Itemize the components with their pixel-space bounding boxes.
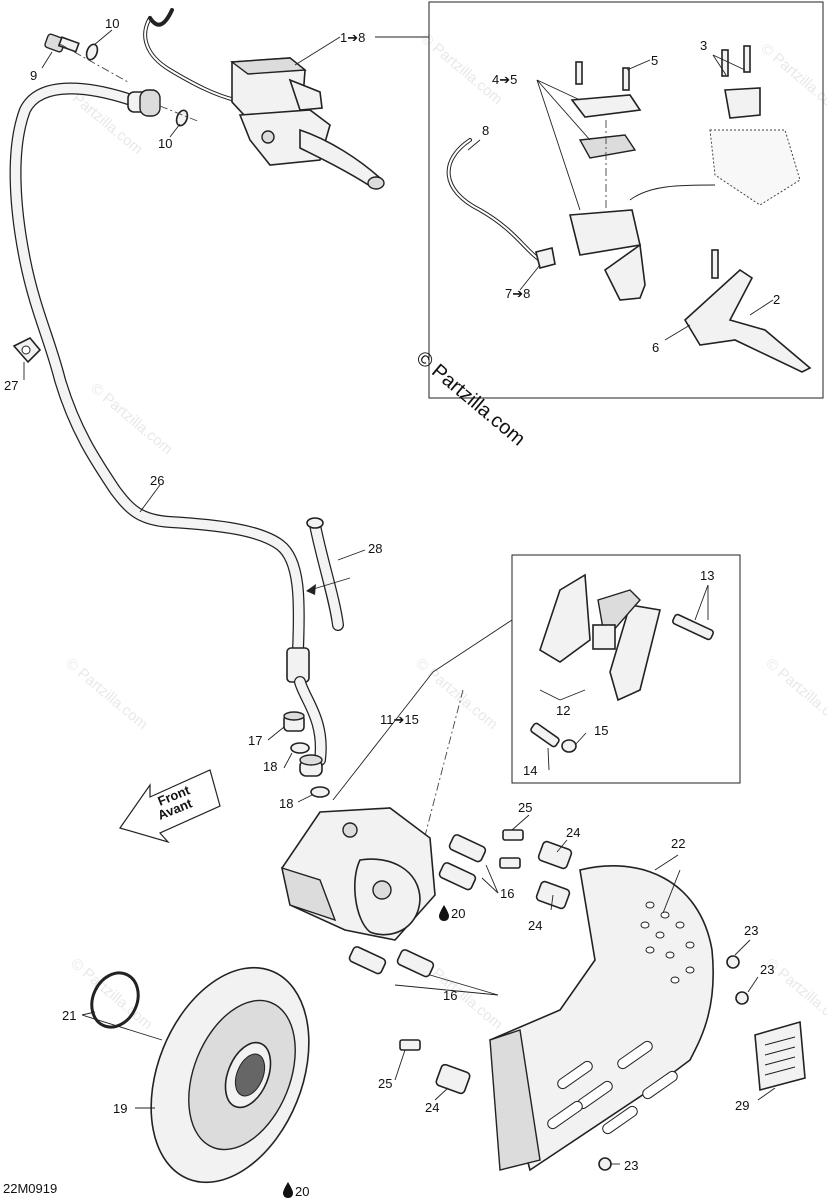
label-18-bottom: 18 [279, 796, 293, 811]
fluid-drop-icon-1 [439, 905, 449, 921]
inset-callout-line-3 [332, 671, 434, 801]
inset-callout-line-2 [432, 619, 513, 673]
hose-28 [306, 517, 344, 631]
label-26: 26 [150, 473, 164, 488]
label-24-b: 24 [528, 918, 542, 933]
label-10-top: 10 [105, 16, 119, 31]
bleeder-cap-17 [283, 711, 305, 732]
hose-28-arrowhead [306, 584, 316, 595]
banjo-bolt-9 [44, 33, 80, 53]
washer-10-top [85, 43, 99, 61]
label-19: 19 [113, 1101, 127, 1116]
bolts-25 [399, 829, 524, 1051]
watermark-4: © Partzilla.com [757, 40, 827, 118]
bolt-axis-line-2 [159, 105, 201, 123]
inset-callout-line-4 [419, 689, 464, 856]
label-17: 17 [248, 733, 262, 748]
bolts-16 [348, 834, 487, 978]
label-21: 21 [62, 1008, 76, 1023]
washer-18-bottom [310, 786, 330, 798]
label-28: 28 [368, 541, 382, 556]
label-27: 27 [4, 378, 18, 393]
label-12: 12 [556, 703, 570, 718]
label-20-bottom: 20 [295, 1184, 309, 1199]
bolt-axis-line [59, 43, 129, 83]
brake-hose-26 [9, 82, 327, 766]
label-8: 8 [482, 123, 489, 138]
label-15: 15 [594, 723, 608, 738]
inset-arrow-line [629, 184, 716, 201]
inset-screws-5 [575, 61, 630, 91]
brake-pads-12 [539, 573, 661, 702]
inset-switch-wire-8 [446, 138, 556, 269]
label-22: 22 [671, 836, 685, 851]
watermark-6: © Partzilla.com [412, 655, 500, 733]
hose-28-arrow [309, 577, 351, 591]
label-7-8: 7➔8 [505, 286, 530, 301]
decal-29 [754, 1020, 806, 1092]
switch-wire [143, 8, 237, 102]
brake-disc-19 [150, 966, 310, 1184]
leader-lines [23, 29, 776, 1165]
disc-guard-22 [488, 865, 714, 1172]
label-5: 5 [651, 53, 658, 68]
label-18-top: 18 [263, 759, 277, 774]
label-29: 29 [735, 1098, 749, 1113]
label-6: 6 [652, 340, 659, 355]
fluid-drop-icon-2 [283, 1182, 293, 1198]
label-23-a: 23 [744, 923, 758, 938]
label-16-bottom: 16 [443, 988, 457, 1003]
watermark-5: © Partzilla.com [62, 655, 150, 733]
label-16-top: 16 [500, 886, 514, 901]
label-24-c: 24 [425, 1100, 439, 1115]
o-ring-21 [90, 971, 140, 1029]
washer-18-top [290, 742, 310, 754]
label-1-8: 1➔8 [340, 30, 365, 45]
label-24-a: 24 [566, 825, 580, 840]
front-direction-arrow: Front Avant [119, 769, 221, 844]
pad-pin-13 [672, 613, 714, 641]
inset-master-cylinder-dotted [709, 129, 801, 206]
fitting-18 [299, 754, 323, 777]
hose-clamp-27 [12, 337, 42, 364]
watermarks: © Partzilla.com © Partzilla.com © Partzi… [57, 30, 827, 1033]
label-23-c: 23 [624, 1158, 638, 1173]
label-25-bottom: 25 [378, 1076, 392, 1091]
label-10-bottom: 10 [158, 136, 172, 151]
label-13: 13 [700, 568, 714, 583]
label-9: 9 [30, 68, 37, 83]
screws-23 [598, 955, 749, 1171]
label-23-b: 23 [760, 962, 774, 977]
watermark-8: © Partzilla.com [67, 955, 155, 1033]
diagram-code: 22M0919 [3, 1181, 57, 1196]
label-4-5: 4➔5 [492, 72, 517, 87]
label-3: 3 [700, 38, 707, 53]
inset-cover-4 [570, 94, 642, 159]
washer-10-bottom [175, 109, 189, 127]
watermark-3: © Partzilla.com [417, 30, 505, 108]
inset-lever-2 [683, 249, 812, 373]
watermark-2: © Partzilla.com [87, 380, 175, 458]
master-cylinder-inset-box [428, 1, 824, 399]
brake-pad-inset-box [511, 554, 741, 784]
label-25-top: 25 [518, 800, 532, 815]
bleeder-cap-15 [561, 739, 577, 753]
label-14: 14 [523, 763, 537, 778]
inset-reservoir [568, 209, 646, 301]
inset-clamp-3 [721, 45, 761, 119]
brake-caliper [281, 807, 436, 941]
bleeder-screw-14 [530, 722, 560, 748]
master-cylinder-assembly [230, 57, 385, 190]
label-11-15: 11➔15 [380, 712, 419, 727]
watermark-7: © Partzilla.com [762, 655, 827, 733]
label-2: 2 [773, 292, 780, 307]
label-20-top: 20 [451, 906, 465, 921]
copyright-text: © Partzilla.com [412, 347, 529, 450]
